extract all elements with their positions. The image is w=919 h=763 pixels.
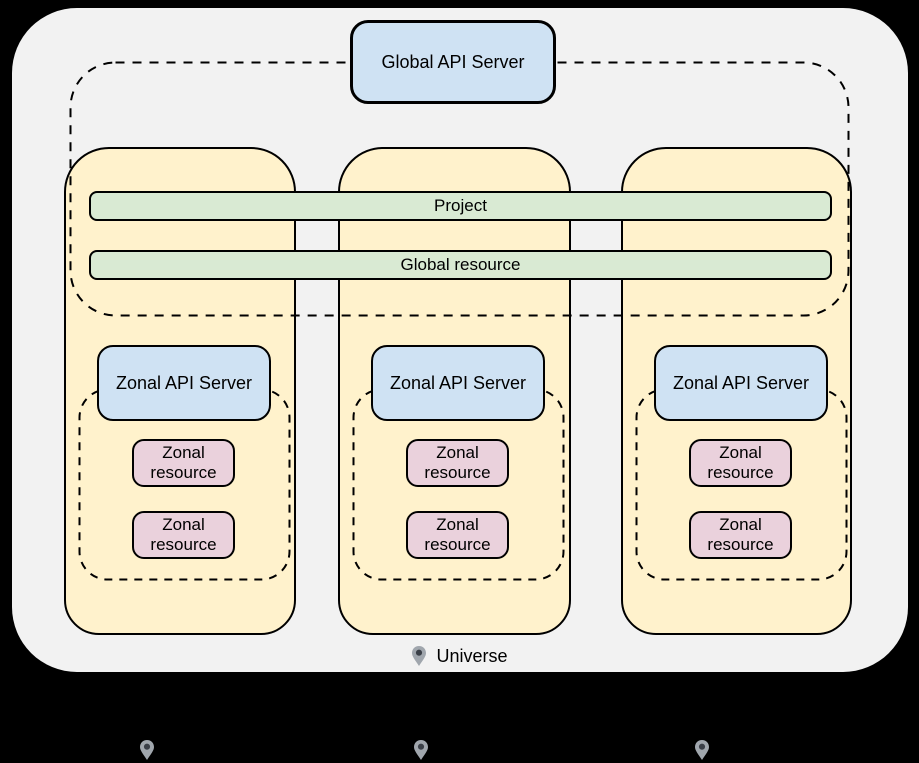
zone-a-zonal-api-server-box: Zonal API Server [97, 345, 271, 421]
zone-b-column: Zonal API Server Zonal resource Zonal re… [338, 147, 571, 760]
zonal-resource-label: Zonal resource [707, 514, 774, 554]
zonal-resource-label: Zonal resource [150, 442, 217, 482]
zone-label: Zone C [719, 739, 779, 760]
zone-a-zonal-resource-1: Zonal resource [132, 439, 235, 487]
global-resource-bar-label: Global resource [400, 255, 521, 274]
zone-b-zonal-resource-1: Zonal resource [406, 439, 509, 487]
zone-a-zonal-resource-2: Zonal resource [132, 511, 235, 559]
zone-c-label-row: Zone C [623, 737, 850, 763]
zone-c-column: Zonal API Server Zonal resource Zonal re… [621, 147, 852, 760]
zone-a-column: Zonal API Server Zonal resource Zonal re… [64, 147, 296, 760]
zonal-resource-label: Zonal resource [707, 442, 774, 482]
zone-c-zonal-api-server-box: Zonal API Server [654, 345, 828, 421]
universe-label-row: Universe [0, 643, 919, 669]
project-bar: Project [89, 191, 832, 221]
location-pin-icon [695, 740, 710, 760]
zonal-api-server-label: Zonal API Server [672, 372, 810, 393]
location-pin-icon [139, 740, 154, 760]
universe-label: Universe [436, 645, 508, 666]
zonal-resource-label: Zonal resource [424, 514, 491, 554]
zone-c-zonal-resource-1: Zonal resource [689, 439, 792, 487]
zone-label: Zone A [163, 739, 222, 760]
location-pin-icon [412, 646, 427, 666]
diagram-stage: Zonal API Server Zonal resource Zonal re… [0, 8, 919, 760]
zonal-resource-label: Zonal resource [424, 442, 491, 482]
zonal-api-server-label: Zonal API Server [389, 372, 527, 393]
project-bar-label: Project [434, 196, 487, 215]
location-pin-icon [413, 740, 428, 760]
zonal-resource-label: Zonal resource [150, 514, 217, 554]
global-api-server-box: Global API Server [350, 20, 556, 104]
zone-b-zonal-resource-2: Zonal resource [406, 511, 509, 559]
zone-b-zonal-api-server-box: Zonal API Server [371, 345, 545, 421]
zone-b-label-row: Zone B [340, 737, 569, 763]
global-api-server-label: Global API Server [381, 51, 525, 72]
zone-a-label-row: Zone A [66, 737, 294, 763]
zone-c-zonal-resource-2: Zonal resource [689, 511, 792, 559]
zonal-api-server-label: Zonal API Server [115, 372, 253, 393]
zone-label: Zone B [437, 739, 497, 760]
global-resource-bar: Global resource [89, 250, 832, 280]
